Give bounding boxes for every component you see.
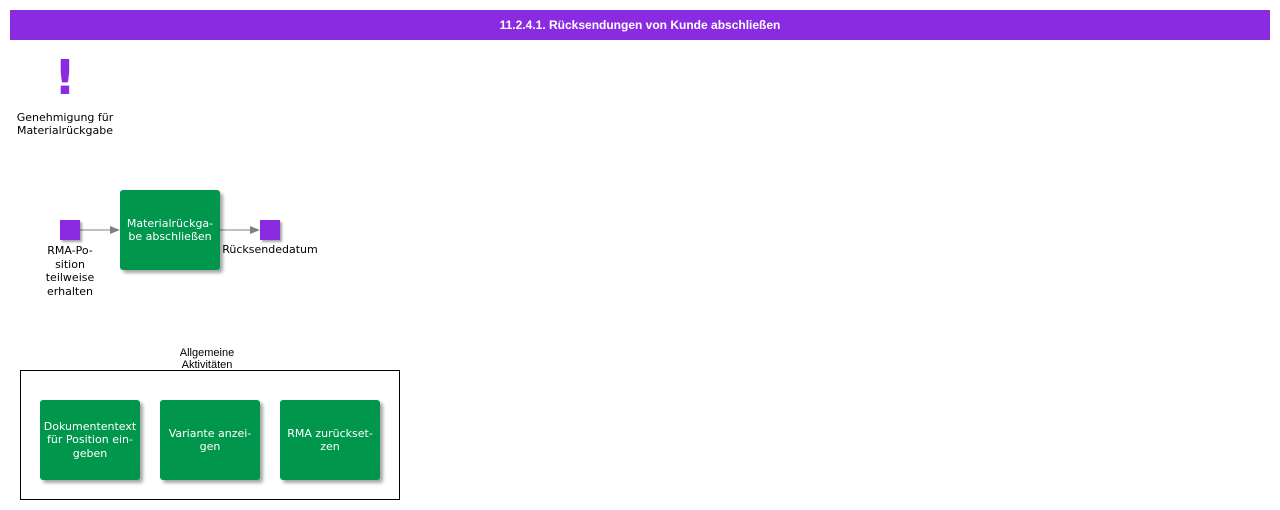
activity-variante-anzeigen[interactable]: Variante anzei- gen bbox=[160, 400, 260, 480]
activity-dokumententext[interactable]: Dokumententext für Position ein- geben bbox=[40, 400, 140, 480]
diagram-header: 11.2.4.1. Rücksendungen von Kunde abschl… bbox=[10, 10, 1270, 40]
start-event-label: RMA-Po- sition teilweise erhalten bbox=[45, 244, 95, 298]
function-label: Materialrückga- be abschließen bbox=[126, 216, 214, 244]
activity-label: Dokumententext für Position ein- geben bbox=[43, 419, 137, 460]
activity-rma-zuruecksetzen[interactable]: RMA zurückset- zen bbox=[280, 400, 380, 480]
diagram-title: 11.2.4.1. Rücksendungen von Kunde abschl… bbox=[499, 18, 781, 32]
activities-group-title: Allgemeine Aktivitäten bbox=[179, 347, 235, 369]
approval-label: Genehmigung für Materialrückgabe bbox=[16, 111, 114, 137]
activity-label: Variante anzei- gen bbox=[168, 426, 252, 454]
function-materialrueckgabe-abschliessen[interactable]: Materialrückga- be abschließen bbox=[120, 190, 220, 270]
activity-label: RMA zurückset- zen bbox=[287, 426, 373, 454]
exclamation-icon: ! bbox=[54, 50, 76, 106]
start-event[interactable] bbox=[60, 220, 80, 240]
end-event[interactable] bbox=[260, 220, 280, 240]
activities-group bbox=[20, 370, 400, 500]
end-event-label: Rücksendedatum bbox=[222, 243, 318, 256]
